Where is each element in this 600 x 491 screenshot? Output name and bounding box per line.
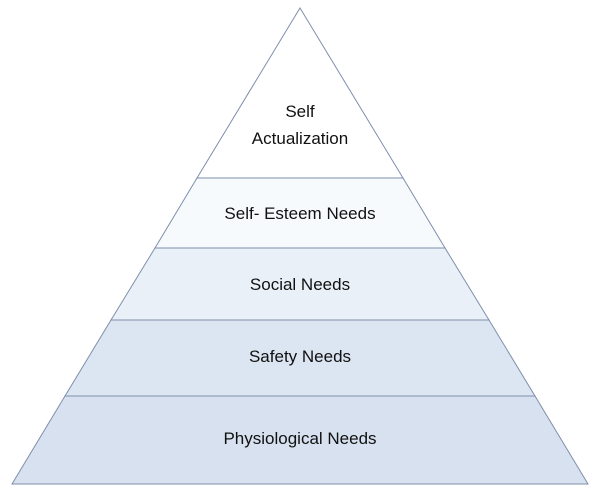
level-self-actualization-label-line1: Self [285,102,315,121]
level-self-actualization-label-line2: Actualization [252,129,348,148]
level-social-label: Social Needs [250,275,350,294]
level-self-actualization-shape [196,7,404,179]
level-physiological-label: Physiological Needs [223,429,376,448]
level-self-esteem-label: Self- Esteem Needs [224,204,375,223]
level-safety-label: Safety Needs [249,347,351,366]
level-physiological-shape [11,395,589,485]
